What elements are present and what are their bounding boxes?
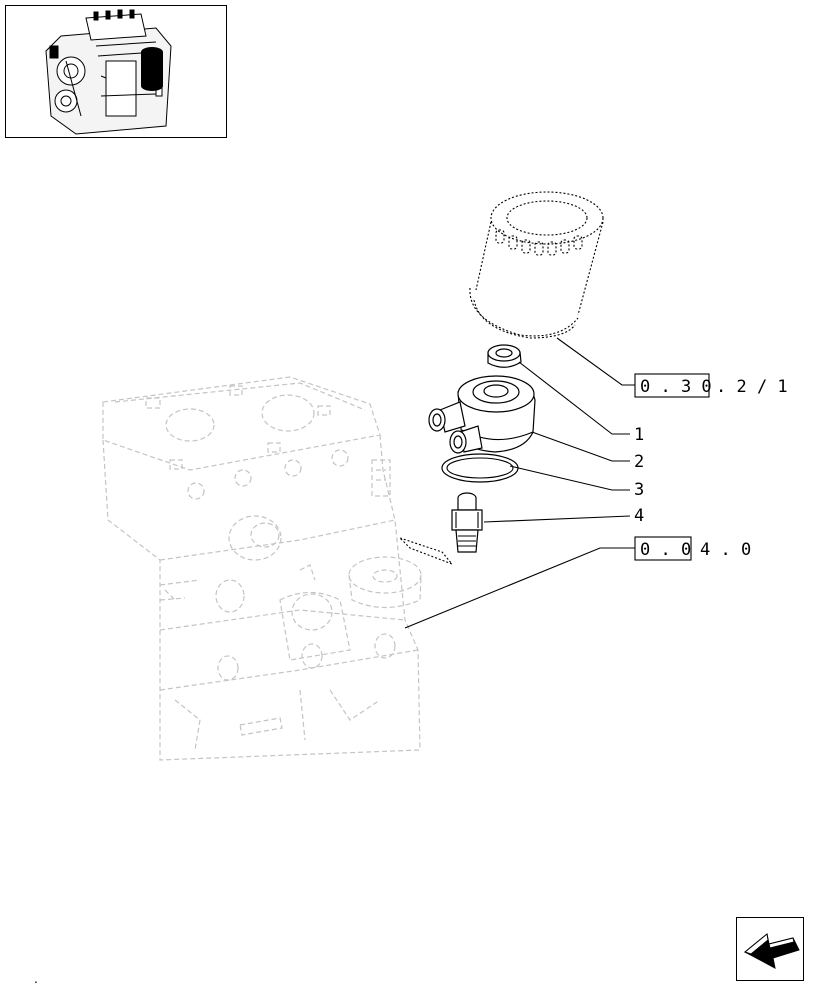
- reference-filter[interactable]: 0 . 3 0 . 2 / 1: [634, 373, 788, 398]
- reference-block[interactable]: 0 . 0 4 . 0: [634, 536, 751, 561]
- callout-1: 1: [634, 425, 644, 445]
- reference-filter-boxed-text: 0 . 3 0: [640, 377, 712, 397]
- engine-block-ghost: [102, 376, 422, 761]
- callout-3: 3: [634, 480, 644, 500]
- reference-block-box: [634, 536, 692, 561]
- alignment-guide: [399, 537, 454, 566]
- reference-block-boxed-text: 0 . 0: [640, 540, 691, 560]
- engine-thumbnail-icon: [45, 9, 172, 135]
- reference-block-rest-text: 4 . 0: [700, 540, 751, 560]
- next-page-arrow-icon: [743, 933, 800, 969]
- footer-mark: .: [34, 972, 38, 986]
- callout-2: 2: [634, 452, 644, 472]
- oil-filter-cartridge: [469, 191, 604, 339]
- part-3-o-ring: [441, 453, 519, 483]
- part-4-threaded-nipple: [451, 492, 483, 553]
- engine-thumbnail: [5, 5, 227, 138]
- part-2-filter-head: [428, 375, 536, 454]
- reference-filter-box: [634, 373, 710, 398]
- next-page-button[interactable]: [736, 917, 804, 981]
- leader-lines: [404, 337, 635, 629]
- callout-4: 4: [634, 506, 644, 526]
- reference-filter-rest-text: . 2 / 1: [716, 377, 788, 397]
- part-1-adapter-nut: [487, 344, 522, 368]
